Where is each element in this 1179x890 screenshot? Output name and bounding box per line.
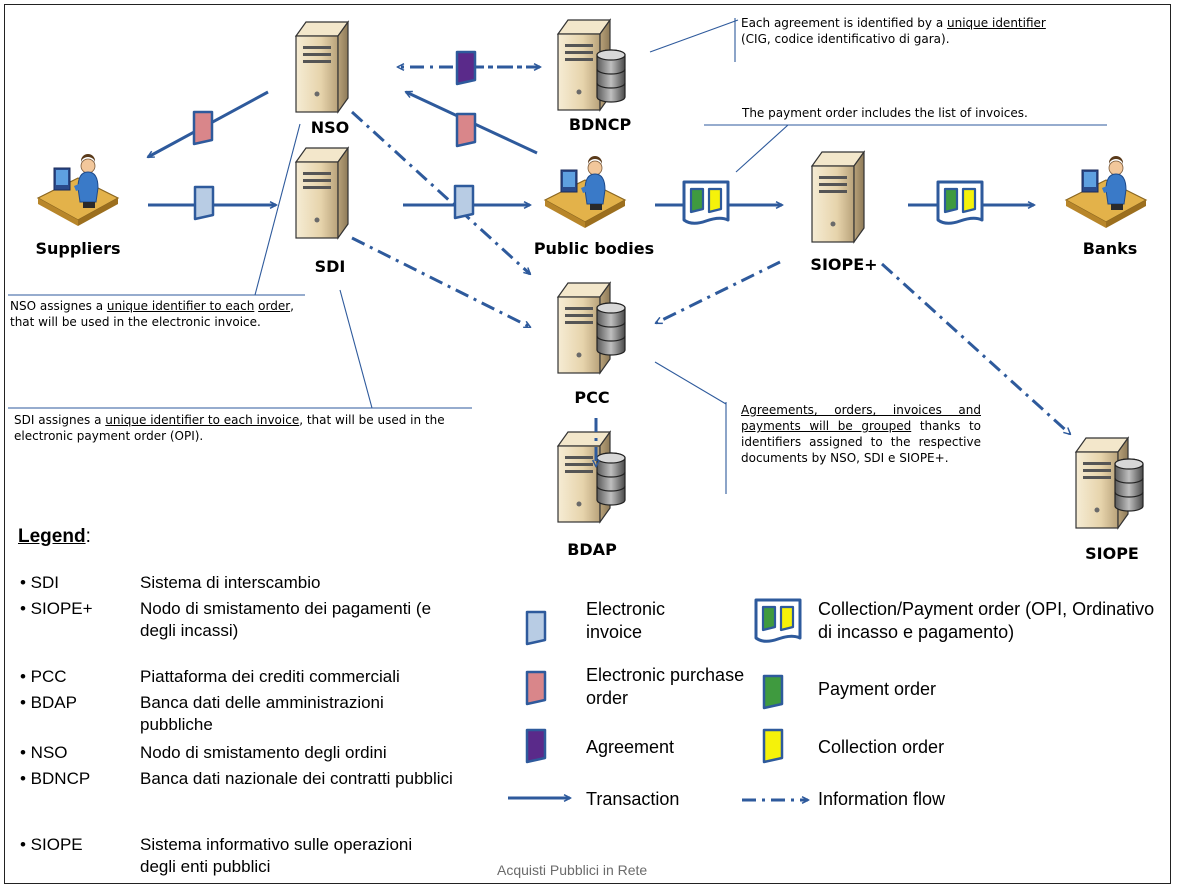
legend-desc-siope-plus: Nodo di smistamento dei pagamenti (e deg… [140,599,432,640]
sdi-server-icon [295,147,349,239]
nso-to-pcc-info-arrow [350,110,530,274]
nso-server-icon [295,21,349,113]
key-opi-icon [754,598,802,643]
nso-callout-line [254,123,301,296]
key-invoice-icon [525,610,547,646]
payment-order-note: The payment order includes the list of i… [742,106,1028,120]
legend-desc-bdncp: Banca dati nazionale dei contratti pubbl… [140,769,453,788]
siope-plus-to-pcc-info-arrow [656,260,781,325]
key-payment-order-icon [762,674,784,710]
grouping-note-underlined: Agreements, orders, invoices and payment… [741,403,981,433]
purchase-order-document-icon-top [455,112,477,148]
grouping-note: Agreements, orders, invoices and payment… [741,402,981,466]
siope-label: SIOPE [1085,544,1139,563]
banks-person-icon [1065,155,1147,229]
sdi-note-text-2: , that will be used in the electronic pa… [14,413,445,443]
legend-abbr-siope-plus: • SIOPE+ [20,599,93,618]
agreement-note-underlined: unique identifier [947,16,1046,30]
key-transaction-label: Transaction [586,789,680,809]
nso-label: NSO [311,118,350,137]
key-payment-order-label: Payment order [818,679,937,699]
bdap-label: BDAP [567,540,617,559]
agreement-note: Each agreement is identified by a unique… [741,15,1101,47]
agreement-note-text-2: (CIG, codice identificativo di gara). [741,32,950,46]
bdncp-database-icon [596,49,626,103]
nso-note-underlined-1: unique identifier to each [106,299,255,313]
siope-plus-to-siope-info-arrow [880,262,1070,434]
invoice-document-icon-suppliers [193,185,215,221]
sdi-note-text: SDI assignes a [14,413,106,427]
key-collection-order-label: Collection order [818,737,945,757]
key-collection-order-icon [762,728,784,764]
legend-abbr-bdncp: • BDNCP [20,769,91,788]
key-agreement-icon [525,728,547,764]
suppliers-label: Suppliers [35,239,120,258]
legend-abbr-sdi: • SDI [20,573,60,592]
key-collection-payment-label: Collection/Payment order (OPI, Ordinativ… [818,599,1155,642]
suppliers-person-icon [37,153,119,227]
sdi-note: SDI assignes a unique identifier to each… [14,412,474,444]
key-purchase-order-label: Electronic purchase order [586,665,745,708]
siope-plus-server-icon [811,151,865,243]
nso-note-text: NSO assignes a [10,299,107,313]
siope-database-icon [1114,458,1144,512]
legend-desc-bdap: Banca dati delle amministrazioni pubblic… [140,693,384,734]
pcc-callout-line [654,361,727,405]
footer-credit: Acquisti Pubblici in Rete [497,862,648,878]
legend-title: Legend: [18,526,91,548]
nso-note-text-2: , that will be used in the electronic in… [10,299,294,329]
banks-label: Banks [1083,239,1138,258]
public-bodies-label: Public bodies [534,239,654,258]
legend-desc-siope: Sistema informativo sulle operazioni deg… [140,835,413,876]
legend-desc-pcc: Piattaforma dei crediti commerciali [140,667,400,686]
legend-desc-nso: Nodo di smistamento degli ordini [140,743,387,762]
sdi-callout-line [339,289,373,409]
legend-title-colon: : [85,526,91,547]
public-bodies-person-icon [544,155,626,229]
key-agreement-label: Agreement [586,737,675,757]
agreement-document-icon [455,50,477,86]
agreement-callout-line [649,19,739,53]
nso-note: NSO assignes a unique identifier to each… [10,298,310,330]
opi-document-icon-1 [682,180,730,225]
agreement-note-text: Each agreement is identified by a [741,16,948,30]
siope-plus-label: SIOPE+ [810,255,877,274]
legend-abbr-bdap: • BDAP [20,693,77,712]
key-electronic-invoice-label: Electronic invoice [586,599,666,642]
grouping-note-text: thanks to identifiers assigned to the re… [741,419,981,465]
pcc-label: PCC [574,388,609,407]
nso-note-underlined-2: order [258,299,291,313]
invoice-document-icon-sdi [453,184,475,220]
legend-abbr-nso: • NSO [20,743,68,762]
legend-desc-sdi: Sistema di interscambio [140,573,321,592]
payment-order-callout-line [735,124,789,173]
diagram-border [4,4,1171,884]
legend-abbr-pcc: • PCC [20,667,67,686]
sdi-to-pcc-info-arrow [351,236,530,329]
bdap-database-icon [596,452,626,506]
pcc-database-icon [596,302,626,356]
purchase-order-document-icon-left [192,110,214,146]
key-purchase-order-icon [525,670,547,706]
legend-title-text: Legend [18,526,86,547]
opi-document-icon-2 [936,180,984,225]
legend-abbr-siope: • SIOPE [20,835,83,854]
sdi-label: SDI [315,257,346,276]
bdncp-label: BDNCP [569,115,632,134]
sdi-note-underlined: unique identifier to each invoice [105,413,300,427]
key-information-flow-label: Information flow [818,789,946,809]
